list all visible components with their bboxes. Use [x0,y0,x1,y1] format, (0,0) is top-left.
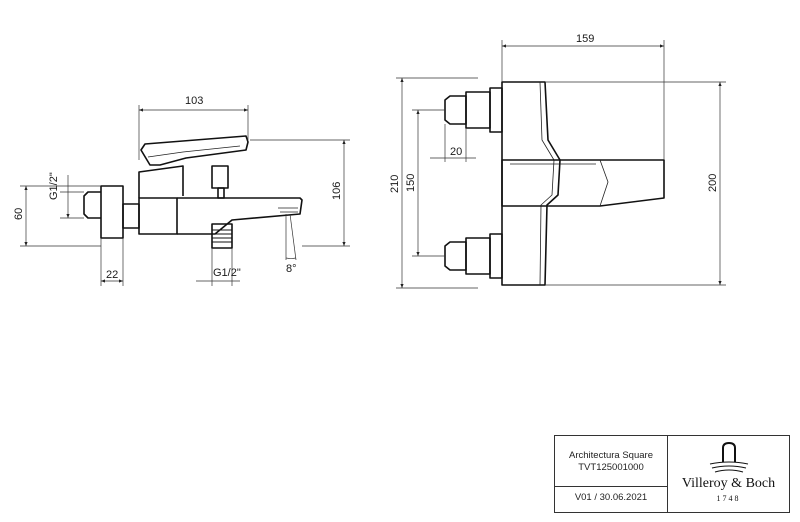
version-date: V01 / 30.06.2021 [574,492,648,503]
lower-knob [444,241,467,271]
brand-year: 1748 [716,494,741,503]
dim-handle-depth: 103 [185,95,203,107]
front-lever [501,159,665,207]
article-number: TVT125001000 [578,462,644,473]
dim-overall-height: 210 [389,175,401,193]
wall-flange [100,185,124,239]
outlet-thread [211,223,233,249]
lever-base [138,165,184,198]
product-name: Architectura Square [569,450,653,461]
mixer-body [138,197,178,235]
dim-body-height: 200 [707,174,719,192]
dim-thread-outlet: G1/2" [213,267,241,279]
upper-knob [444,95,467,125]
nut [122,203,140,229]
front-view: 159 210 150 20 200 [389,33,726,289]
dim-inlet-width: 22 [106,269,118,281]
dim-connection-height: 106 [331,182,343,200]
spout [177,197,303,235]
dim-centre-distance: 150 [405,174,417,192]
brand-logo: Villeroy & Boch 1748 [668,436,789,512]
dim-inlet-height: 60 [13,208,25,220]
dim-spout-angle: 8° [286,263,297,275]
lever [140,135,249,166]
front-body [501,81,561,286]
dim-offset: 20 [450,146,462,158]
dim-overall-width: 159 [576,33,594,45]
title-block-info: Architectura Square TVT125001000 V01 / 3… [555,436,668,512]
title-block-product: Architectura Square TVT125001000 [555,436,667,487]
side-view: 103 106 60 G1/2" 22 G1/2" 8° [13,95,350,286]
diverter-knob [211,165,229,189]
faucet-logo-icon [709,441,749,473]
brand-name: Villeroy & Boch [681,476,776,491]
inlet-connector [83,191,101,219]
dim-thread-inlet: G1/2" [48,172,60,200]
title-block: Architectura Square TVT125001000 V01 / 3… [554,435,790,513]
